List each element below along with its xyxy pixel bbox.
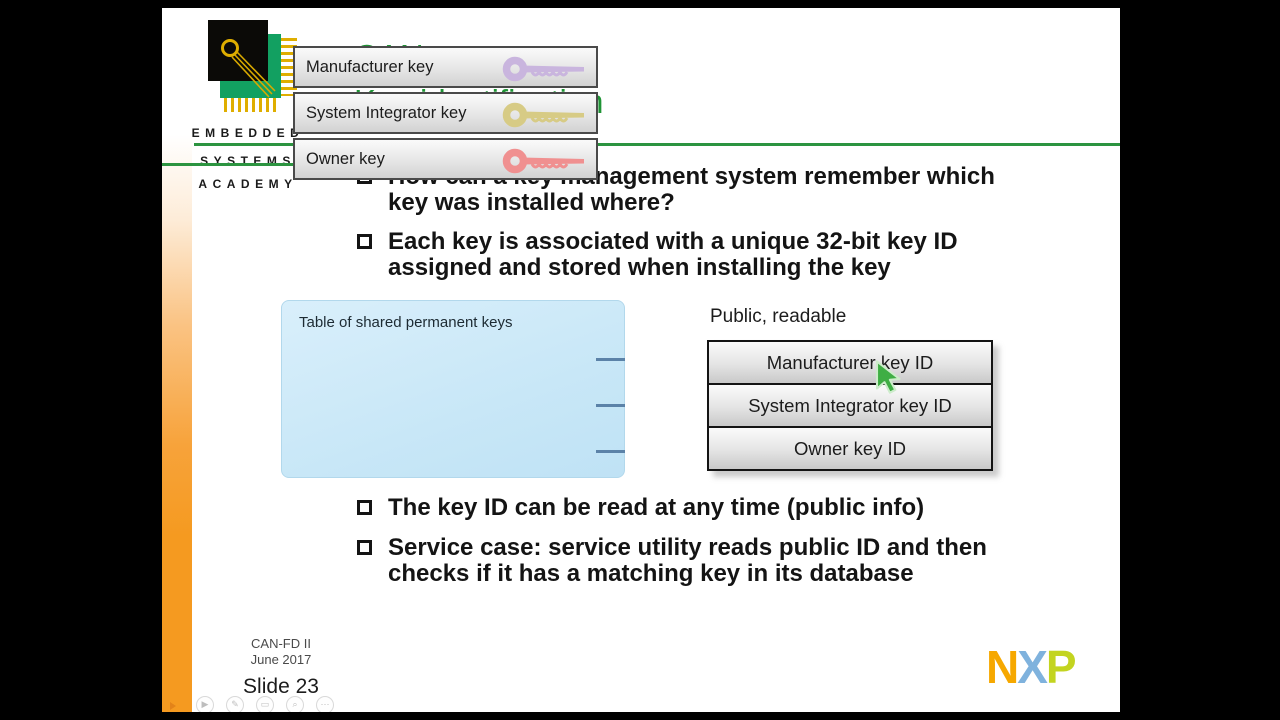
public-readable-caption: Public, readable — [710, 306, 847, 327]
footer-date: June 2017 — [250, 652, 312, 667]
connector-line — [596, 358, 625, 361]
key-row-manufacturer: Manufacturer key — [293, 46, 598, 88]
slide: EMBEDDED SYSTEMS ACADEMY CANcrypt: Key i… — [162, 8, 1120, 712]
key-row-system-integrator: System Integrator key — [293, 92, 598, 134]
nxp-logo: NXP — [986, 641, 1077, 693]
chip-pins-icon — [224, 98, 280, 112]
footer-course: CAN-FD II — [251, 636, 311, 651]
pointer-cursor-icon — [875, 360, 901, 394]
bullet-text: The key ID can be read at any time (publ… — [388, 494, 925, 521]
bullet-item: Service case: service utility reads publ… — [357, 535, 987, 587]
bullet-item: The key ID can be read at any time (publ… — [357, 495, 924, 521]
nxp-letter-p: P — [1045, 641, 1077, 693]
nxp-letter-n: N — [986, 641, 1019, 693]
bullet-text: key was installed where? — [388, 189, 675, 216]
bullet-text: checks if it has a matching key in its d… — [388, 560, 914, 587]
id-box-manufacturer: Manufacturer key ID — [707, 340, 993, 385]
checkbox-bullet-icon — [357, 234, 372, 249]
divider-line — [194, 143, 1120, 146]
sidebar-caret-icon[interactable] — [170, 702, 176, 710]
key-row-owner: Owner key — [293, 138, 598, 180]
key-icon — [502, 100, 588, 135]
slide-footer: CAN-FD II June 2017 Slide 23 — [220, 636, 342, 699]
logo-text-academy: ACADEMY — [198, 177, 298, 191]
magnifier-icon[interactable]: ⌕ — [286, 696, 304, 712]
connector-line — [596, 404, 625, 407]
frame-icon[interactable]: ▭ — [256, 696, 274, 712]
more-icon[interactable]: ⋯ — [316, 696, 334, 712]
id-box-system-integrator: System Integrator key ID — [707, 383, 993, 428]
divider-line — [162, 163, 305, 166]
connector-line — [596, 450, 625, 453]
slide-number: Slide 23 — [243, 675, 319, 698]
key-row-label: Manufacturer key — [306, 58, 434, 76]
bullet-text: Each key is associated with a unique 32-… — [388, 228, 958, 255]
key-table-title: Table of shared permanent keys — [299, 314, 513, 331]
checkbox-bullet-icon — [357, 540, 372, 555]
key-table-panel: Table of shared permanent keys — [281, 300, 625, 478]
key-icon — [502, 146, 588, 181]
bullet-item: Each key is associated with a unique 32-… — [357, 229, 958, 281]
logo-text-embedded: EMBEDDED — [191, 126, 305, 140]
nxp-letter-x: X — [1017, 641, 1048, 693]
orange-accent-bar — [162, 8, 192, 712]
key-row-label: Owner key — [306, 150, 385, 168]
id-box-owner: Owner key ID — [707, 426, 993, 471]
checkbox-bullet-icon — [357, 500, 372, 515]
bullet-text: assigned and stored when installing the … — [388, 254, 891, 281]
bullet-text: Service case: service utility reads publ… — [388, 534, 987, 561]
play-icon[interactable]: ▶ — [196, 696, 214, 712]
key-icon — [502, 54, 588, 89]
probe-needle-icon — [221, 39, 276, 98]
key-row-label: System Integrator key — [306, 104, 467, 122]
pen-icon[interactable]: ✎ — [226, 696, 244, 712]
